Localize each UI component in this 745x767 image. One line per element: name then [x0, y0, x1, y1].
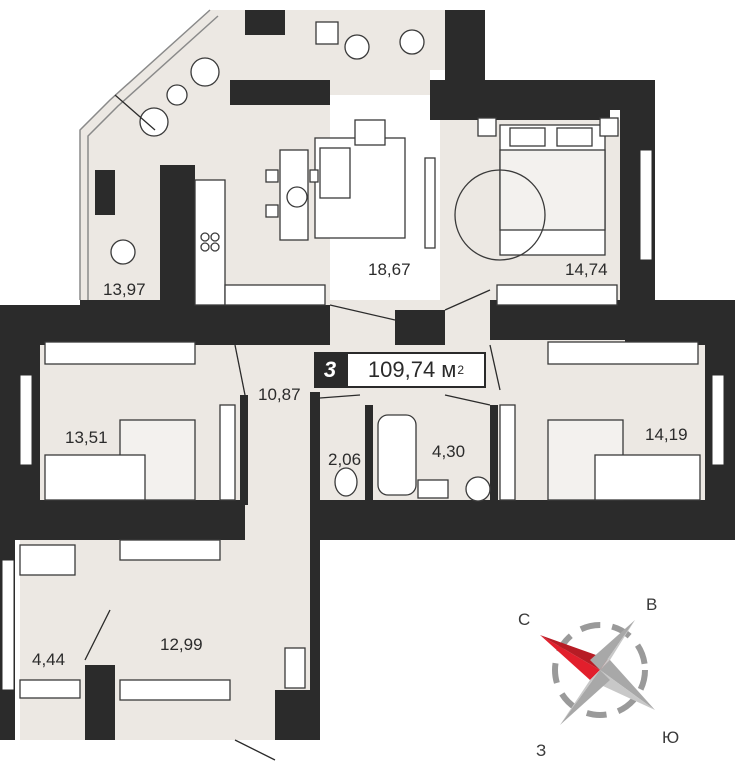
wall-entrance-bottom-right [275, 690, 320, 740]
windows [1, 149, 725, 691]
wall-bath-right [490, 405, 498, 500]
compass-west-label: З [536, 741, 547, 760]
wall-entrance-left [85, 665, 115, 740]
wall-bedroom-bottom [490, 300, 625, 340]
area-bathroom: 4,30 [432, 442, 466, 461]
compass-north-label: С [518, 610, 531, 629]
washer [465, 476, 491, 502]
wall-top-right [445, 10, 485, 80]
wall-entrance-right [310, 540, 320, 740]
area-hall: 10,87 [258, 385, 301, 404]
wall-balcony-pier [95, 170, 115, 215]
furniture [19, 21, 701, 701]
wall-bottom [0, 740, 235, 767]
kitchen-counter [194, 179, 226, 306]
compass-south-label: Ю [662, 728, 680, 747]
wall-wc-left [310, 392, 320, 502]
plant-icons [110, 29, 425, 265]
wall-bedroom-top [430, 80, 610, 120]
area-bedroom-master: 14,74 [565, 260, 608, 279]
sink [417, 479, 449, 499]
wall-right-upper [625, 300, 735, 345]
wall-balcony-bottom [80, 300, 165, 310]
area-bedroom-left: 13,51 [65, 428, 108, 447]
door-swings [84, 94, 501, 761]
desk-left [44, 341, 196, 365]
wall-left-bedroom-top [0, 305, 330, 345]
area-storage: 4,44 [32, 650, 66, 669]
compass-east-label: В [646, 595, 658, 614]
total-area-value: 109,74 м [367, 357, 457, 382]
bench [119, 679, 231, 701]
wall-hall-left [240, 395, 248, 505]
tv-stand [424, 157, 436, 249]
wall-middle-left [0, 500, 245, 540]
walls [0, 10, 735, 767]
armchair [354, 119, 386, 146]
area-living: 18,67 [368, 260, 411, 279]
wall-living-top [230, 80, 330, 105]
wall-top-niche [245, 10, 285, 35]
cabinet [284, 647, 306, 689]
wall-bedroom-corner [610, 80, 655, 110]
shoe-rack [119, 539, 221, 561]
wall-wc-bath [365, 405, 373, 500]
storage-desk [19, 544, 76, 576]
wardrobe-left [219, 404, 236, 501]
wall-column [395, 310, 445, 345]
area-bedroom-right: 14,19 [645, 425, 688, 444]
wall-kitchen-left [160, 165, 195, 310]
rooms-count: 3 [314, 352, 346, 388]
wardrobe-right [499, 404, 516, 501]
bathtub [377, 414, 417, 496]
balcony-outline [79, 9, 219, 300]
wardrobe-master [496, 284, 618, 306]
compass [540, 620, 655, 725]
total-area-unit-sup: 2 [457, 363, 465, 377]
toilet [334, 467, 358, 497]
wall-bath-bottom [310, 500, 735, 540]
area-wc: 2,06 [328, 450, 362, 469]
area-entrance: 12,99 [160, 635, 203, 654]
compass-north-needle [540, 635, 600, 680]
area-balcony: 13,97 [103, 280, 146, 299]
desk-right [547, 341, 699, 365]
